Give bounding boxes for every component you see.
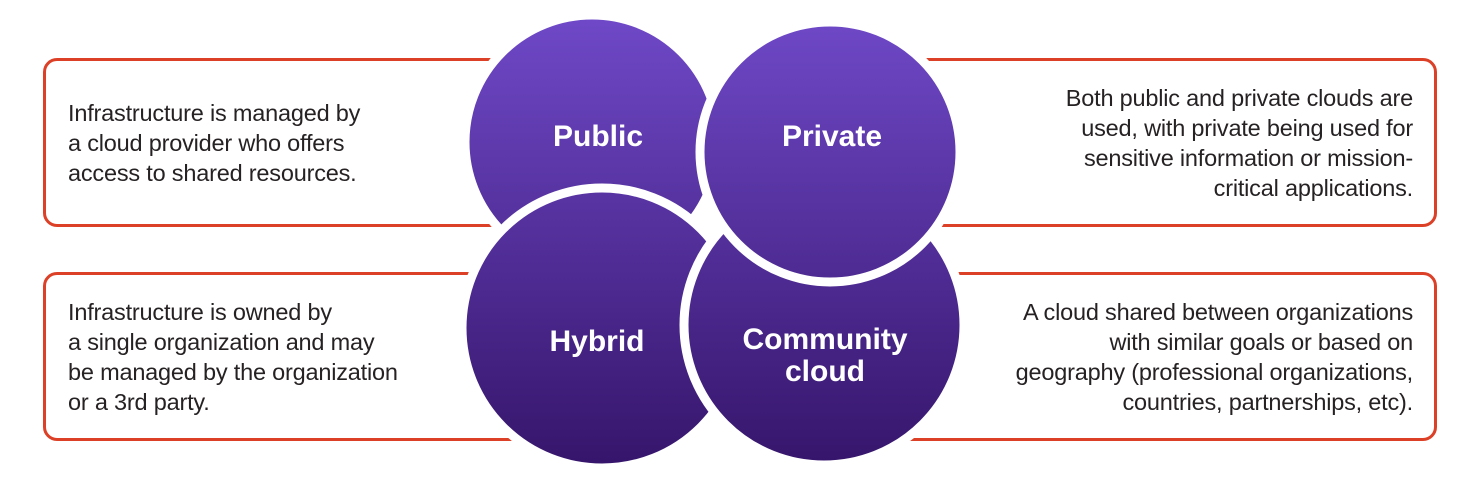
description-line: a cloud provider who offers <box>68 129 345 156</box>
description-line: with similar goals or based on <box>1109 328 1413 355</box>
description-line: Both public and private clouds are <box>1065 84 1413 111</box>
private-circle-label: Private <box>782 120 882 153</box>
description-line: a single organization and may <box>68 328 375 355</box>
community-cloud-circle-label-line2: cloud <box>785 355 865 388</box>
description-line: or a 3rd party. <box>68 388 210 415</box>
description-line: used, with private being used for <box>1081 114 1413 141</box>
description-line: geography (professional organizations, <box>1015 358 1414 385</box>
description-line: A cloud shared between organizations <box>1023 298 1413 325</box>
description-line: critical applications. <box>1213 174 1414 201</box>
description-line: be managed by the organization <box>68 358 398 385</box>
hybrid-circle-label: Hybrid <box>549 325 644 358</box>
description-line: Infrastructure is managed by <box>68 99 361 126</box>
description-line: countries, partnerships, etc). <box>1122 388 1414 415</box>
description-line: sensitive information or mission- <box>1083 144 1413 171</box>
description-line: access to shared resources. <box>68 159 357 186</box>
description-line: Infrastructure is owned by <box>68 298 332 325</box>
public-circle-label: Public <box>553 120 643 153</box>
community-cloud-circle-label-line1: Community <box>743 323 908 356</box>
private-circle <box>695 17 965 287</box>
